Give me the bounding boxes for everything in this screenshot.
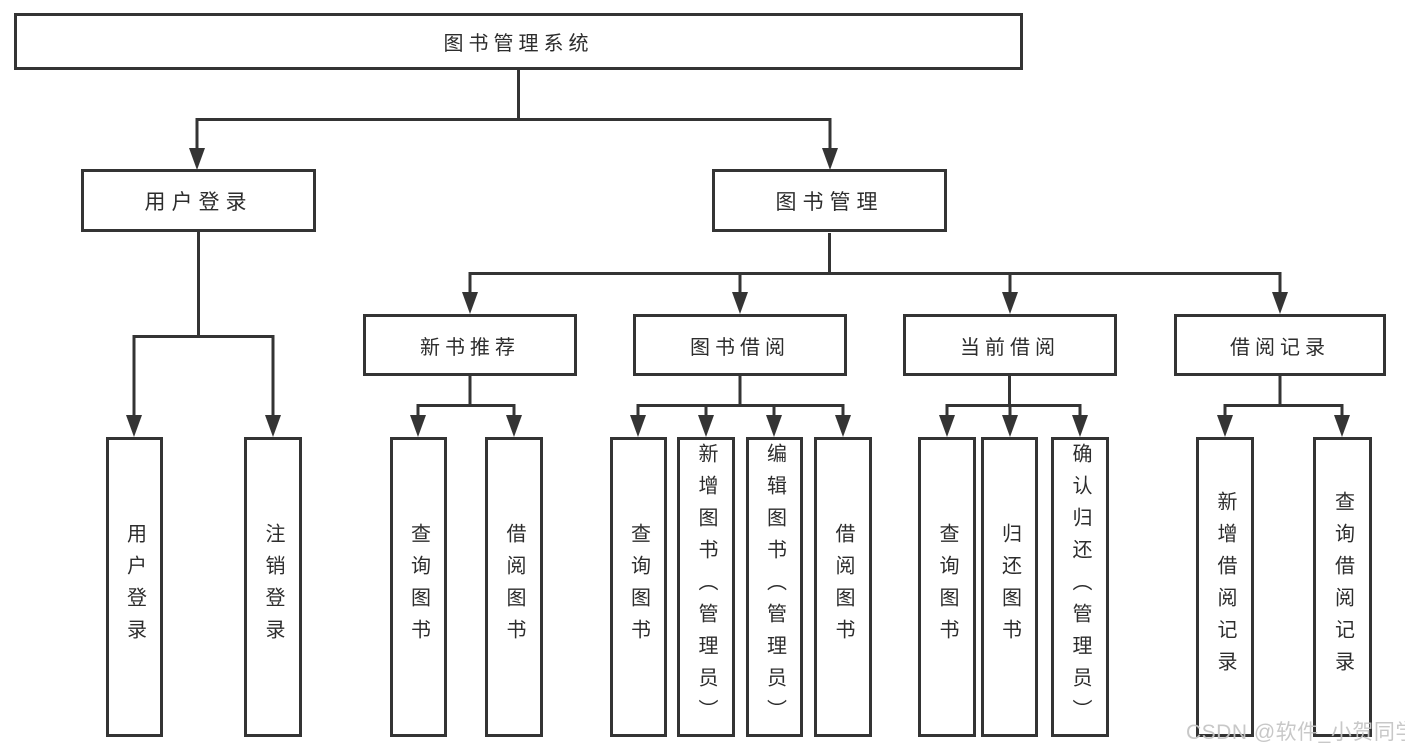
node-user-login-label: 用户登录 [144,190,253,214]
csdn-watermark: CSDN @软件_小贺同学 [1186,721,1405,744]
arrowhead-leaf-query-books-a [410,415,426,437]
leaf-edit-books-admin-label: 编辑图书（管理员） [763,443,786,731]
arrowhead-leaf-borrow-books-a [506,415,522,437]
node-current-borrowing: 当前借阅 [903,314,1117,376]
node-book-management-label: 图书管理 [775,190,884,214]
node-borrowing-records-label: 借阅记录 [1230,336,1330,359]
leaf-borrow-books-recommend-label: 借阅图书 [503,523,525,651]
node-new-book-recommend: 新书推荐 [363,314,577,376]
arrowhead-leaf-logout [265,415,281,437]
node-root-system-label: 图书管理系统 [443,33,594,55]
leaf-query-books-recommend: 查询图书 [390,437,447,737]
node-user-login: 用户登录 [81,169,316,232]
leaf-query-books-borrowing: 查询图书 [610,437,667,737]
arrowhead-user-login-box [189,148,205,170]
connector-current-borrowing [945,376,1082,417]
leaf-borrow-books-borrowing: 借阅图书 [814,437,872,737]
node-root-system: 图书管理系统 [14,13,1023,70]
leaf-query-borrow-record: 查询借阅记录 [1313,437,1372,737]
leaf-query-borrow-record-label: 查询借阅记录 [1331,491,1354,683]
leaf-edit-books-admin: 编辑图书（管理员） [746,437,803,737]
arrowhead-leaf-confirm-return [1072,415,1088,437]
node-current-borrowing-label: 当前借阅 [960,336,1060,359]
connector-book-management [468,233,1282,294]
arrowhead-leaf-borrow-books-b [835,415,851,437]
leaf-logout: 注销登录 [244,437,302,737]
leaf-return-books-label: 归还图书 [998,523,1021,651]
arrowhead-leaf-add-books [698,415,714,437]
leaf-add-books-admin: 新增图书（管理员） [677,437,735,737]
arrowhead-leaf-add-borrow-record [1217,415,1233,437]
node-new-book-recommend-label: 新书推荐 [420,336,520,359]
arrowhead-leaf-query-books-b [630,415,646,437]
leaf-return-books: 归还图书 [981,437,1038,737]
leaf-user-login: 用户登录 [106,437,163,737]
connector-user-login [132,232,275,417]
arrowhead-new-book-recommend-box [462,292,478,314]
arrowhead-leaf-user-login [126,415,142,437]
leaf-query-books-current: 查询图书 [918,437,976,737]
node-book-borrowing: 图书借阅 [633,314,847,376]
leaf-user-login-label: 用户登录 [123,523,146,651]
arrowhead-leaf-query-books-c [939,415,955,437]
leaf-confirm-return-admin-label: 确认归还（管理员） [1069,443,1091,731]
arrowhead-leaf-query-borrow-record [1334,415,1350,437]
arrowhead-leaf-edit-books [766,415,782,437]
node-borrowing-records: 借阅记录 [1174,314,1386,376]
leaf-add-books-admin-label: 新增图书（管理员） [695,443,717,731]
leaf-add-borrow-record-label: 新增借阅记录 [1214,491,1236,683]
leaf-logout-label: 注销登录 [262,523,284,651]
node-book-management: 图书管理 [712,169,947,232]
connector-new-book-recommend [416,376,516,417]
leaf-borrow-books-recommend: 借阅图书 [485,437,543,737]
leaf-add-borrow-record: 新增借阅记录 [1196,437,1254,737]
arrowhead-book-borrowing-box [732,292,748,314]
leaf-query-books-current-label: 查询图书 [936,523,958,651]
leaf-query-books-borrowing-label: 查询图书 [627,523,650,651]
connector-root [195,70,832,150]
arrowhead-book-management-box [822,148,838,170]
arrowhead-borrowing-records-box [1272,292,1288,314]
arrowhead-current-borrowing-box [1002,292,1018,314]
arrowhead-leaf-return-books [1002,415,1018,437]
connector-borrowing-records [1223,376,1344,417]
leaf-borrow-books-borrowing-label: 借阅图书 [832,523,854,651]
leaf-confirm-return-admin: 确认归还（管理员） [1051,437,1109,737]
connector-book-borrowing [636,376,845,417]
leaf-query-books-recommend-label: 查询图书 [407,523,430,651]
node-book-borrowing-label: 图书借阅 [690,336,790,359]
